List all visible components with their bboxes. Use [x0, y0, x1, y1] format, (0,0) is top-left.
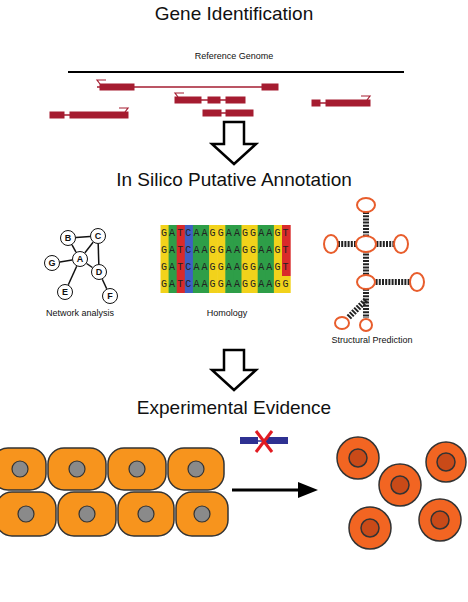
down-arrow: [212, 122, 256, 164]
node-letter: C: [95, 232, 102, 241]
network-node: D: [91, 264, 107, 280]
node-letter: G: [48, 259, 55, 268]
panel-label: Structural Prediction: [331, 336, 412, 346]
section-heading: Experimental Evidence: [137, 398, 331, 419]
network-node: F: [102, 288, 118, 304]
network-edge: [60, 260, 72, 262]
node-letter: D: [96, 268, 103, 277]
section-heading: Gene Identification: [155, 4, 313, 25]
sequence-row: GATCAAGGAAGGAAGT: [161, 228, 291, 239]
sequence-row: GATCAAGGAAGGAAGT: [161, 262, 291, 273]
sequence-row: GATCAAGGAAGGAAGG: [161, 279, 291, 290]
sequence-row: GATCAAGGAAGGAAGT: [161, 245, 291, 256]
section-heading: In Silico Putative Annotation: [116, 170, 352, 191]
transition-arrow: [232, 489, 300, 492]
panel-label: Homology: [207, 309, 248, 319]
network-edge: [85, 242, 93, 252]
network-node: C: [90, 228, 106, 244]
axis-label: Reference Genome: [195, 52, 274, 62]
network-edge: [102, 279, 106, 288]
network-node: A: [72, 251, 88, 267]
cell-nuclei: [12, 461, 210, 522]
network-edge: [68, 266, 76, 284]
alignment-grid: [161, 225, 291, 293]
down-arrow: [212, 350, 256, 390]
network-node: B: [60, 230, 76, 246]
node-letter: B: [65, 234, 72, 243]
knockout-gene: [240, 431, 288, 452]
network-node: E: [57, 284, 73, 300]
network-node: G: [44, 255, 60, 271]
node-letter: E: [62, 288, 68, 297]
node-letter: A: [77, 255, 84, 264]
node-letter: F: [107, 292, 113, 301]
rna-structure: [324, 198, 424, 331]
genome-line: [68, 71, 404, 73]
transition-arrowhead: [298, 482, 318, 498]
gene-models: [50, 80, 370, 118]
round-cells: [337, 437, 466, 549]
network-edge: [76, 237, 90, 238]
cell-sheet: [0, 448, 228, 536]
network-edge: [98, 244, 100, 264]
panel-label: Network analysis: [46, 309, 114, 319]
